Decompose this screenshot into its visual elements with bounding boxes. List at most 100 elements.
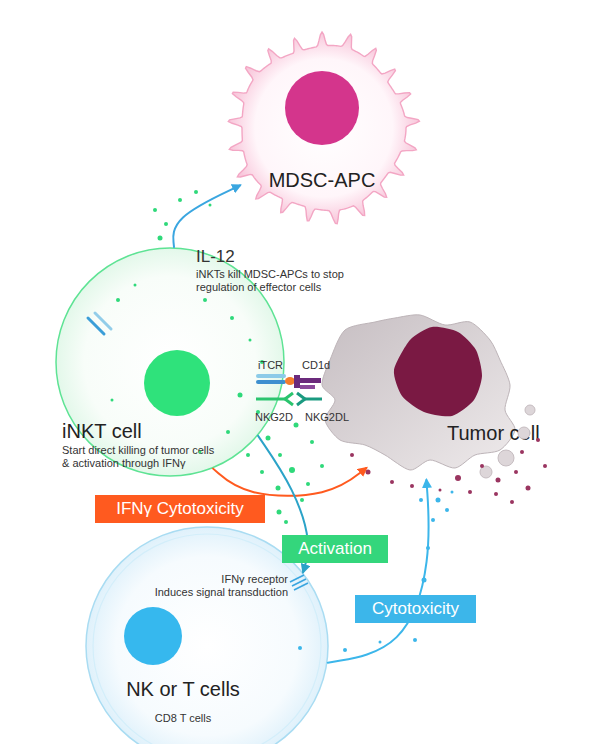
cell-outline [55, 247, 285, 477]
inkt-cell: iNKT cellStart direct killing of tumor c… [55, 247, 285, 477]
secretion-dot [111, 399, 114, 402]
membrane-receptor [88, 313, 111, 334]
cell-nucleus [144, 350, 210, 416]
ifng-receptor-symbol [290, 575, 308, 590]
secretion-dot [249, 339, 252, 342]
secretion-dot [203, 298, 207, 302]
node-title: IFNγ receptor [85, 573, 288, 586]
cell-outline [310, 300, 535, 480]
tumor-nucleus [394, 327, 482, 417]
nkg2d-stem [256, 398, 286, 401]
debris-dot [496, 478, 501, 483]
edge-label-box: Activation [282, 535, 388, 563]
granule-dot [426, 546, 430, 550]
secretion-dot [226, 430, 230, 434]
secretion-dot [266, 436, 271, 441]
secretion-dot [260, 470, 264, 474]
secretion-dot [134, 284, 137, 287]
cell-nucleus [285, 71, 359, 145]
debris-dot [366, 470, 371, 475]
debris-dot [526, 486, 531, 491]
debris-dot [439, 489, 442, 492]
node-title: MDSC-APC [222, 168, 422, 192]
secretion-dot [158, 236, 163, 241]
cd1d-part [294, 375, 300, 388]
debris-dot [510, 500, 514, 504]
debris-dot [536, 438, 540, 442]
cell-outline [85, 526, 329, 744]
nkg2dl-stem [305, 398, 322, 401]
debris-dot [494, 492, 498, 496]
granule-dot [451, 491, 454, 494]
receptor-bar [88, 318, 104, 334]
secretion-dot [284, 520, 288, 524]
molecule-label: iTCR [258, 359, 283, 372]
granule-dot [379, 641, 382, 644]
node-title: Tumor cell [447, 421, 557, 445]
secretion-dot [178, 198, 182, 202]
nkg2d-head [285, 393, 293, 405]
debris-dot [514, 470, 518, 474]
secretion-dot [300, 498, 304, 502]
tumor-bleb [480, 466, 492, 478]
secretion-dot [278, 453, 282, 457]
granule-dot [445, 508, 449, 512]
tumor-bleb [498, 450, 514, 466]
cell-nucleus [124, 607, 182, 665]
nkg2dl-molecule [297, 393, 322, 405]
secretion-dot [310, 440, 314, 444]
effector-cell: IFNγ receptorInduces signal transduction… [85, 526, 329, 744]
cd1d-part [300, 378, 321, 383]
debris-dot [468, 490, 472, 494]
itcr-chain [256, 380, 286, 384]
tumor-bleb [518, 427, 530, 439]
itcr-chain [256, 374, 286, 378]
debris-dot [390, 480, 394, 484]
secretion-dot [153, 208, 157, 212]
annotation-note: iNKTs kill MDSC-APCs to stop regulation … [196, 268, 366, 294]
secretion-dot [246, 453, 250, 457]
edge-label-box: Cytotoxicity [355, 595, 476, 623]
cd1d-part [300, 385, 315, 389]
debris-dot [455, 475, 461, 481]
receptor-bar [95, 313, 111, 329]
tumor-blebs [480, 405, 535, 478]
tumor-membrane [322, 315, 515, 470]
secretion-dot [116, 298, 120, 302]
node-text: Induces signal transduction [85, 586, 288, 599]
tumor-bleb [525, 405, 535, 415]
granule-dot [413, 638, 417, 642]
granule-dot [343, 648, 347, 652]
secretion-dot [256, 410, 260, 414]
secretion-dot [306, 482, 310, 486]
secretion-dot [199, 451, 202, 454]
molecule-label: NKG2DL [305, 411, 349, 424]
secretion-dot [230, 316, 234, 320]
granule-dot [431, 518, 435, 522]
secretion-dot [238, 393, 243, 398]
debris-dot [520, 450, 524, 454]
edge-label-box: IFNγ Cytotoxicity [95, 495, 265, 523]
node-text: Start direct killing of tumor cells & ac… [62, 444, 220, 470]
secretion-dots [111, 190, 325, 524]
node-title: iNKT cell [62, 419, 202, 443]
granule-dot [436, 498, 441, 503]
cytotoxic-granules [298, 491, 454, 653]
tumor-cell: Tumor cell [310, 300, 535, 480]
debris-dot [543, 464, 547, 468]
molecule-label: NKG2D [255, 411, 293, 424]
cd1d-molecule [294, 375, 321, 389]
cell-outline [222, 28, 422, 228]
secretion-dot [164, 222, 168, 226]
cell-membrane [86, 527, 328, 744]
connector-arrow [258, 436, 308, 572]
granule-dot [419, 498, 423, 502]
debris-dot [350, 453, 354, 457]
antigen-dot [285, 377, 295, 385]
connector-arrow [213, 468, 366, 496]
receptor-line [292, 579, 306, 586]
